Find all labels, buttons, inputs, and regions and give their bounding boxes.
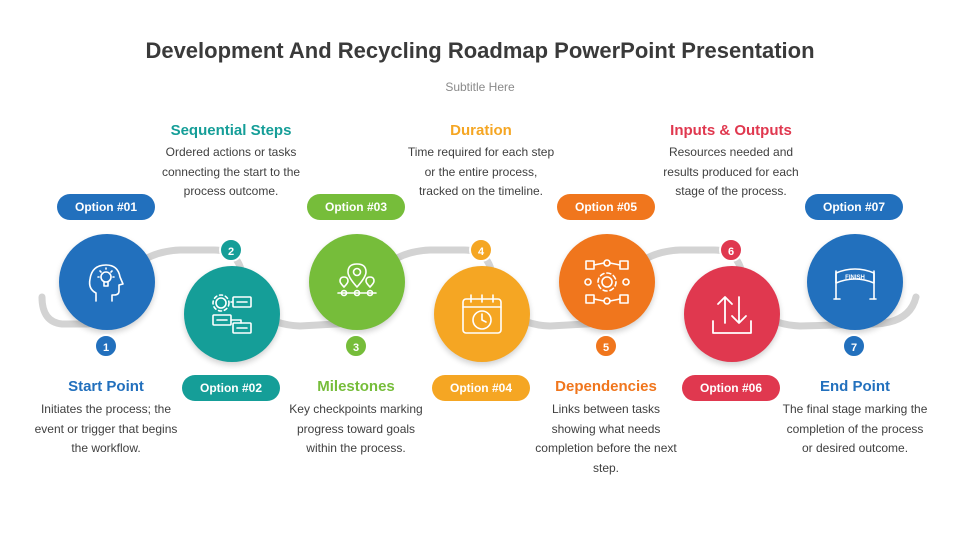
- head-lightbulb-icon: [88, 264, 124, 302]
- step-heading-7: End Point: [820, 378, 890, 395]
- step-description-3: Key checkpoints marking progress toward …: [289, 402, 423, 455]
- step-description-4: Time required for each step or the entir…: [407, 145, 555, 198]
- step-description-5: Links between tasks showing what needs c…: [535, 402, 677, 475]
- option-pill-2: Option #02: [182, 375, 280, 401]
- option-pill-7: Option #07: [805, 194, 903, 220]
- map-pin-route-icon: [337, 263, 377, 297]
- step-heading-6: Inputs & Outputs: [670, 122, 792, 139]
- page-title: Development And Recycling Roadmap PowerP…: [145, 38, 815, 63]
- svg-text:FINISH: FINISH: [845, 275, 865, 281]
- step-circle-5: [559, 234, 655, 330]
- step-heading-4: Duration: [450, 122, 512, 139]
- finish-banner-icon: FINISH: [833, 268, 877, 300]
- step-circle-6: [684, 266, 780, 362]
- step-number-3: 3: [344, 334, 368, 358]
- sequential-gears-list-icon: [212, 294, 252, 334]
- option-pill-3: Option #03: [307, 194, 405, 220]
- step-circle-4: [434, 266, 530, 362]
- step-heading-2: Sequential Steps: [170, 122, 292, 139]
- calendar-clock-icon: [462, 294, 502, 334]
- step-number-1: 1: [94, 334, 118, 358]
- step-circle-7: FINISH: [807, 234, 903, 330]
- option-pill-6: Option #06: [682, 375, 780, 401]
- step-number-5: 5: [594, 334, 618, 358]
- step-number-4: 4: [469, 238, 493, 262]
- step-description-7: The final stage marking the completion o…: [782, 402, 928, 455]
- option-pill-5: Option #05: [557, 194, 655, 220]
- step-description-2: Ordered actions or tasks connecting the …: [161, 145, 301, 198]
- step-description-6: Resources needed and results produced fo…: [663, 145, 799, 198]
- step-heading-1: Start Point: [68, 378, 144, 395]
- gear-network-icon: [584, 259, 630, 305]
- step-number-7: 7: [842, 334, 866, 358]
- step-number-6: 6: [719, 238, 743, 262]
- step-circle-1: [59, 234, 155, 330]
- step-heading-3: Milestones: [317, 378, 395, 395]
- up-down-arrows-icon: [712, 296, 752, 334]
- step-circle-2: [184, 266, 280, 362]
- step-circle-3: [309, 234, 405, 330]
- page-subtitle: Subtitle Here: [445, 80, 515, 94]
- option-pill-1: Option #01: [57, 194, 155, 220]
- option-pill-4: Option #04: [432, 375, 530, 401]
- step-number-2: 2: [219, 238, 243, 262]
- step-heading-5: Dependencies: [555, 378, 657, 395]
- step-description-1: Initiates the process; the event or trig…: [34, 402, 178, 455]
